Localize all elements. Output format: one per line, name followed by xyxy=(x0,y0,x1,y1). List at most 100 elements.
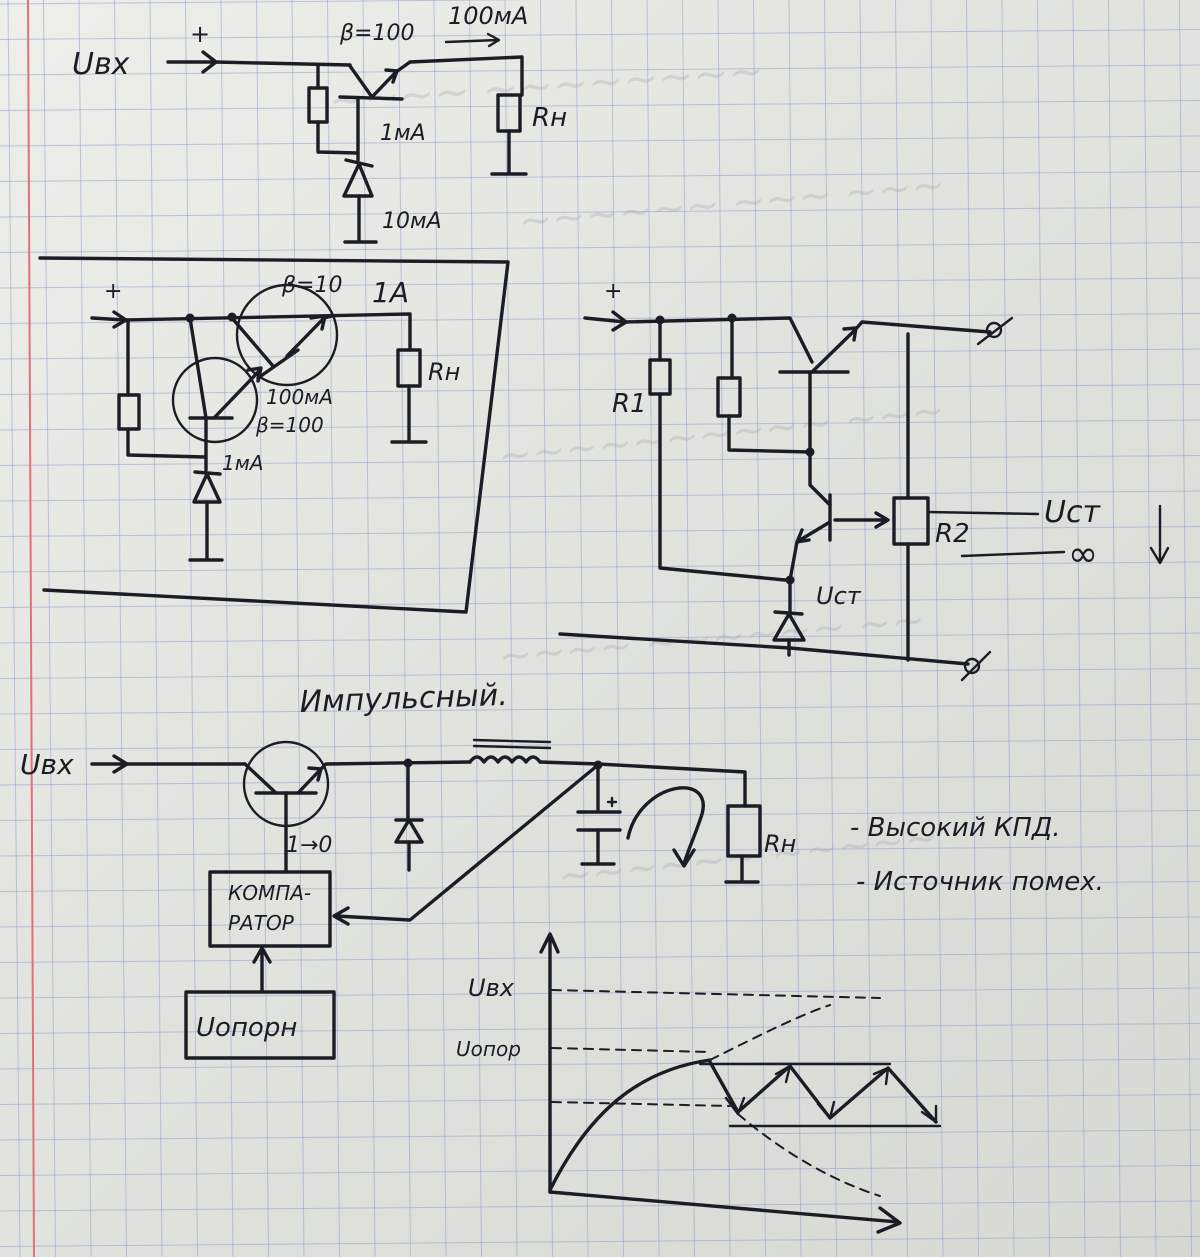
grid-line-vertical xyxy=(1108,0,1121,1257)
u-st-label-bottom: Uст xyxy=(816,582,862,610)
current-1ma-label-mid: 1мА xyxy=(222,451,264,475)
reference-arrow xyxy=(252,946,272,992)
grid-line-horizontal xyxy=(0,135,1200,147)
grid-line-vertical xyxy=(398,0,411,1257)
terminal-icon xyxy=(985,321,1003,339)
r1-label: R1 xyxy=(612,389,647,419)
grid-line-horizontal xyxy=(0,774,1200,786)
grid-line-horizontal xyxy=(0,526,1200,537)
current-1a-label: 1А xyxy=(372,276,409,309)
discharge-continuation xyxy=(737,1113,881,1197)
darlington-frame xyxy=(38,256,510,614)
grid-line-vertical xyxy=(78,0,92,1257)
lower-level-line xyxy=(551,1101,731,1107)
resistor-icon xyxy=(307,86,329,124)
beta-100-label-mid: β=100 xyxy=(255,413,324,437)
grid-line-vertical xyxy=(362,0,376,1257)
switch-state-label: 1→0 xyxy=(286,833,332,858)
grid-line-horizontal xyxy=(0,845,1200,857)
grid-line-horizontal xyxy=(0,1058,1200,1070)
grid-line-horizontal xyxy=(0,561,1200,573)
plus-label-mid: + xyxy=(104,279,122,304)
input-wire-top xyxy=(213,60,352,67)
grid-line-vertical xyxy=(966,0,979,1257)
load-ground-top xyxy=(490,129,528,176)
emitter-wire-top xyxy=(408,55,524,97)
grid-line-vertical xyxy=(185,0,198,1257)
grid-line-vertical xyxy=(1072,0,1086,1257)
grid-line-horizontal xyxy=(0,64,1200,76)
grid-line-horizontal xyxy=(0,916,1200,928)
graph-uref-label: Uопор xyxy=(456,1037,521,1061)
grid-line-horizontal xyxy=(0,668,1200,679)
grid-line-vertical xyxy=(149,0,163,1257)
npn-transistor-icon xyxy=(338,60,412,101)
current-arrow-top xyxy=(444,32,501,48)
supply-rail-mid xyxy=(123,312,412,352)
uin-label-pulse: Uвх xyxy=(20,748,74,781)
terminal-tick-top xyxy=(976,316,1014,346)
bleed-through-writing: ~~~~ ~~~~~~~~ ~~~~~~ ~~~ ~~~ ~~~~~~~~~~ … xyxy=(327,46,947,900)
zener-diode-icon xyxy=(192,470,222,504)
bias-wire-right-bottom xyxy=(727,370,812,454)
plus-label-right: + xyxy=(604,279,622,304)
resistor-icon xyxy=(648,358,672,396)
grid-line-horizontal xyxy=(0,29,1200,40)
grid-line-vertical xyxy=(646,0,660,1257)
input-arrow-right xyxy=(583,310,628,332)
grid-line-horizontal xyxy=(0,987,1200,999)
cap-ground xyxy=(580,828,616,866)
grid-line-horizontal xyxy=(0,1023,1200,1034)
circuit-feedback-stabilizer: + R1 xyxy=(558,279,1170,682)
r1-wire-bottom xyxy=(658,392,787,582)
circuit-darlington: + β=10 1А xyxy=(90,273,460,562)
bias-wire-mid-bottom xyxy=(126,427,207,459)
beta-10-label: β=10 xyxy=(281,273,342,298)
grid-line-vertical xyxy=(1143,0,1157,1257)
note-efficiency: - Высокий КПД. xyxy=(850,813,1061,843)
grid-line-horizontal xyxy=(0,419,1200,431)
grid-line-vertical xyxy=(114,0,127,1257)
current-100ma-label-mid: 100мА xyxy=(266,385,333,409)
grid-line-vertical xyxy=(788,0,802,1257)
control-collector-wire xyxy=(808,450,832,507)
terminal-icon xyxy=(963,657,981,675)
emitter-link-mid xyxy=(322,314,334,320)
infinity-label: ∞ xyxy=(1068,534,1098,575)
input-arrow-mid xyxy=(90,310,128,329)
svg-text:~~~~ ~~~~~~ ~~: ~~~~ ~~~~~~ ~~ xyxy=(497,597,927,680)
uref-level-line xyxy=(551,1047,711,1053)
graph-y-axis xyxy=(539,932,560,1194)
rn-label-top: Rн xyxy=(532,103,567,133)
grid-line-vertical xyxy=(291,0,305,1257)
grid-line-vertical xyxy=(575,0,589,1257)
grid-line-horizontal xyxy=(0,0,541,5)
grid-line-vertical xyxy=(717,0,731,1257)
output-rail-right xyxy=(853,320,992,334)
grid-line-horizontal xyxy=(0,348,1200,360)
input-arrow-pulse xyxy=(90,754,129,774)
grid-line-vertical xyxy=(504,0,518,1257)
grid-line-horizontal xyxy=(0,490,1200,502)
grid-line-vertical xyxy=(682,0,695,1257)
inductor-icon xyxy=(468,738,552,764)
current-100ma-label-top: 100мА xyxy=(448,2,528,30)
r2-label: R2 xyxy=(935,519,970,549)
current-loop-arrow xyxy=(626,786,705,868)
grid-line-horizontal xyxy=(0,384,1200,395)
grid-line-horizontal xyxy=(0,1165,1200,1176)
grid-line-horizontal xyxy=(0,242,1200,253)
grid-line-vertical xyxy=(7,0,21,1257)
rn-label-mid: Rн xyxy=(428,358,460,386)
grid-line-horizontal xyxy=(0,100,1200,111)
ust-leader xyxy=(926,510,1040,516)
grid-line-vertical xyxy=(824,0,837,1257)
down-arrow-icon xyxy=(1149,504,1170,565)
grid-line-horizontal xyxy=(0,597,1200,608)
resistor-icon xyxy=(726,804,762,858)
control-emitter-wire xyxy=(788,540,799,582)
current-1ma-label-top: 1мА xyxy=(380,121,426,146)
input-arrow-top xyxy=(166,50,218,74)
comparator-text-line1: КОМПА- xyxy=(228,881,311,905)
voltage-graph: Uвх Uопор xyxy=(456,932,942,1234)
